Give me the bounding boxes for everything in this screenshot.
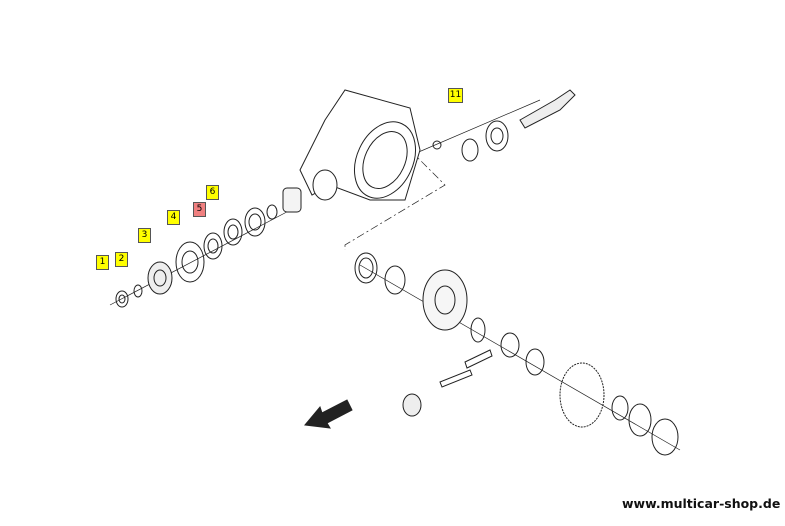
callout-4[interactable]: 4 [167, 210, 180, 225]
callout-11[interactable]: 11 [448, 88, 463, 103]
callout-2[interactable]: 2 [115, 252, 128, 267]
callout-3[interactable]: 3 [138, 228, 151, 243]
pinion-parts [432, 89, 576, 162]
callout-5[interactable]: 5 [193, 202, 206, 217]
axis-line [109, 204, 301, 306]
callout-1[interactable]: 1 [96, 255, 109, 270]
left-parts [115, 187, 302, 308]
lower-parts [354, 252, 679, 456]
differential-housing [299, 89, 421, 201]
direction-arrow-icon [304, 399, 353, 429]
callout-6[interactable]: 6 [206, 185, 219, 200]
dashed-axis [344, 149, 446, 250]
watermark: www.multicar-shop.de [622, 496, 781, 511]
